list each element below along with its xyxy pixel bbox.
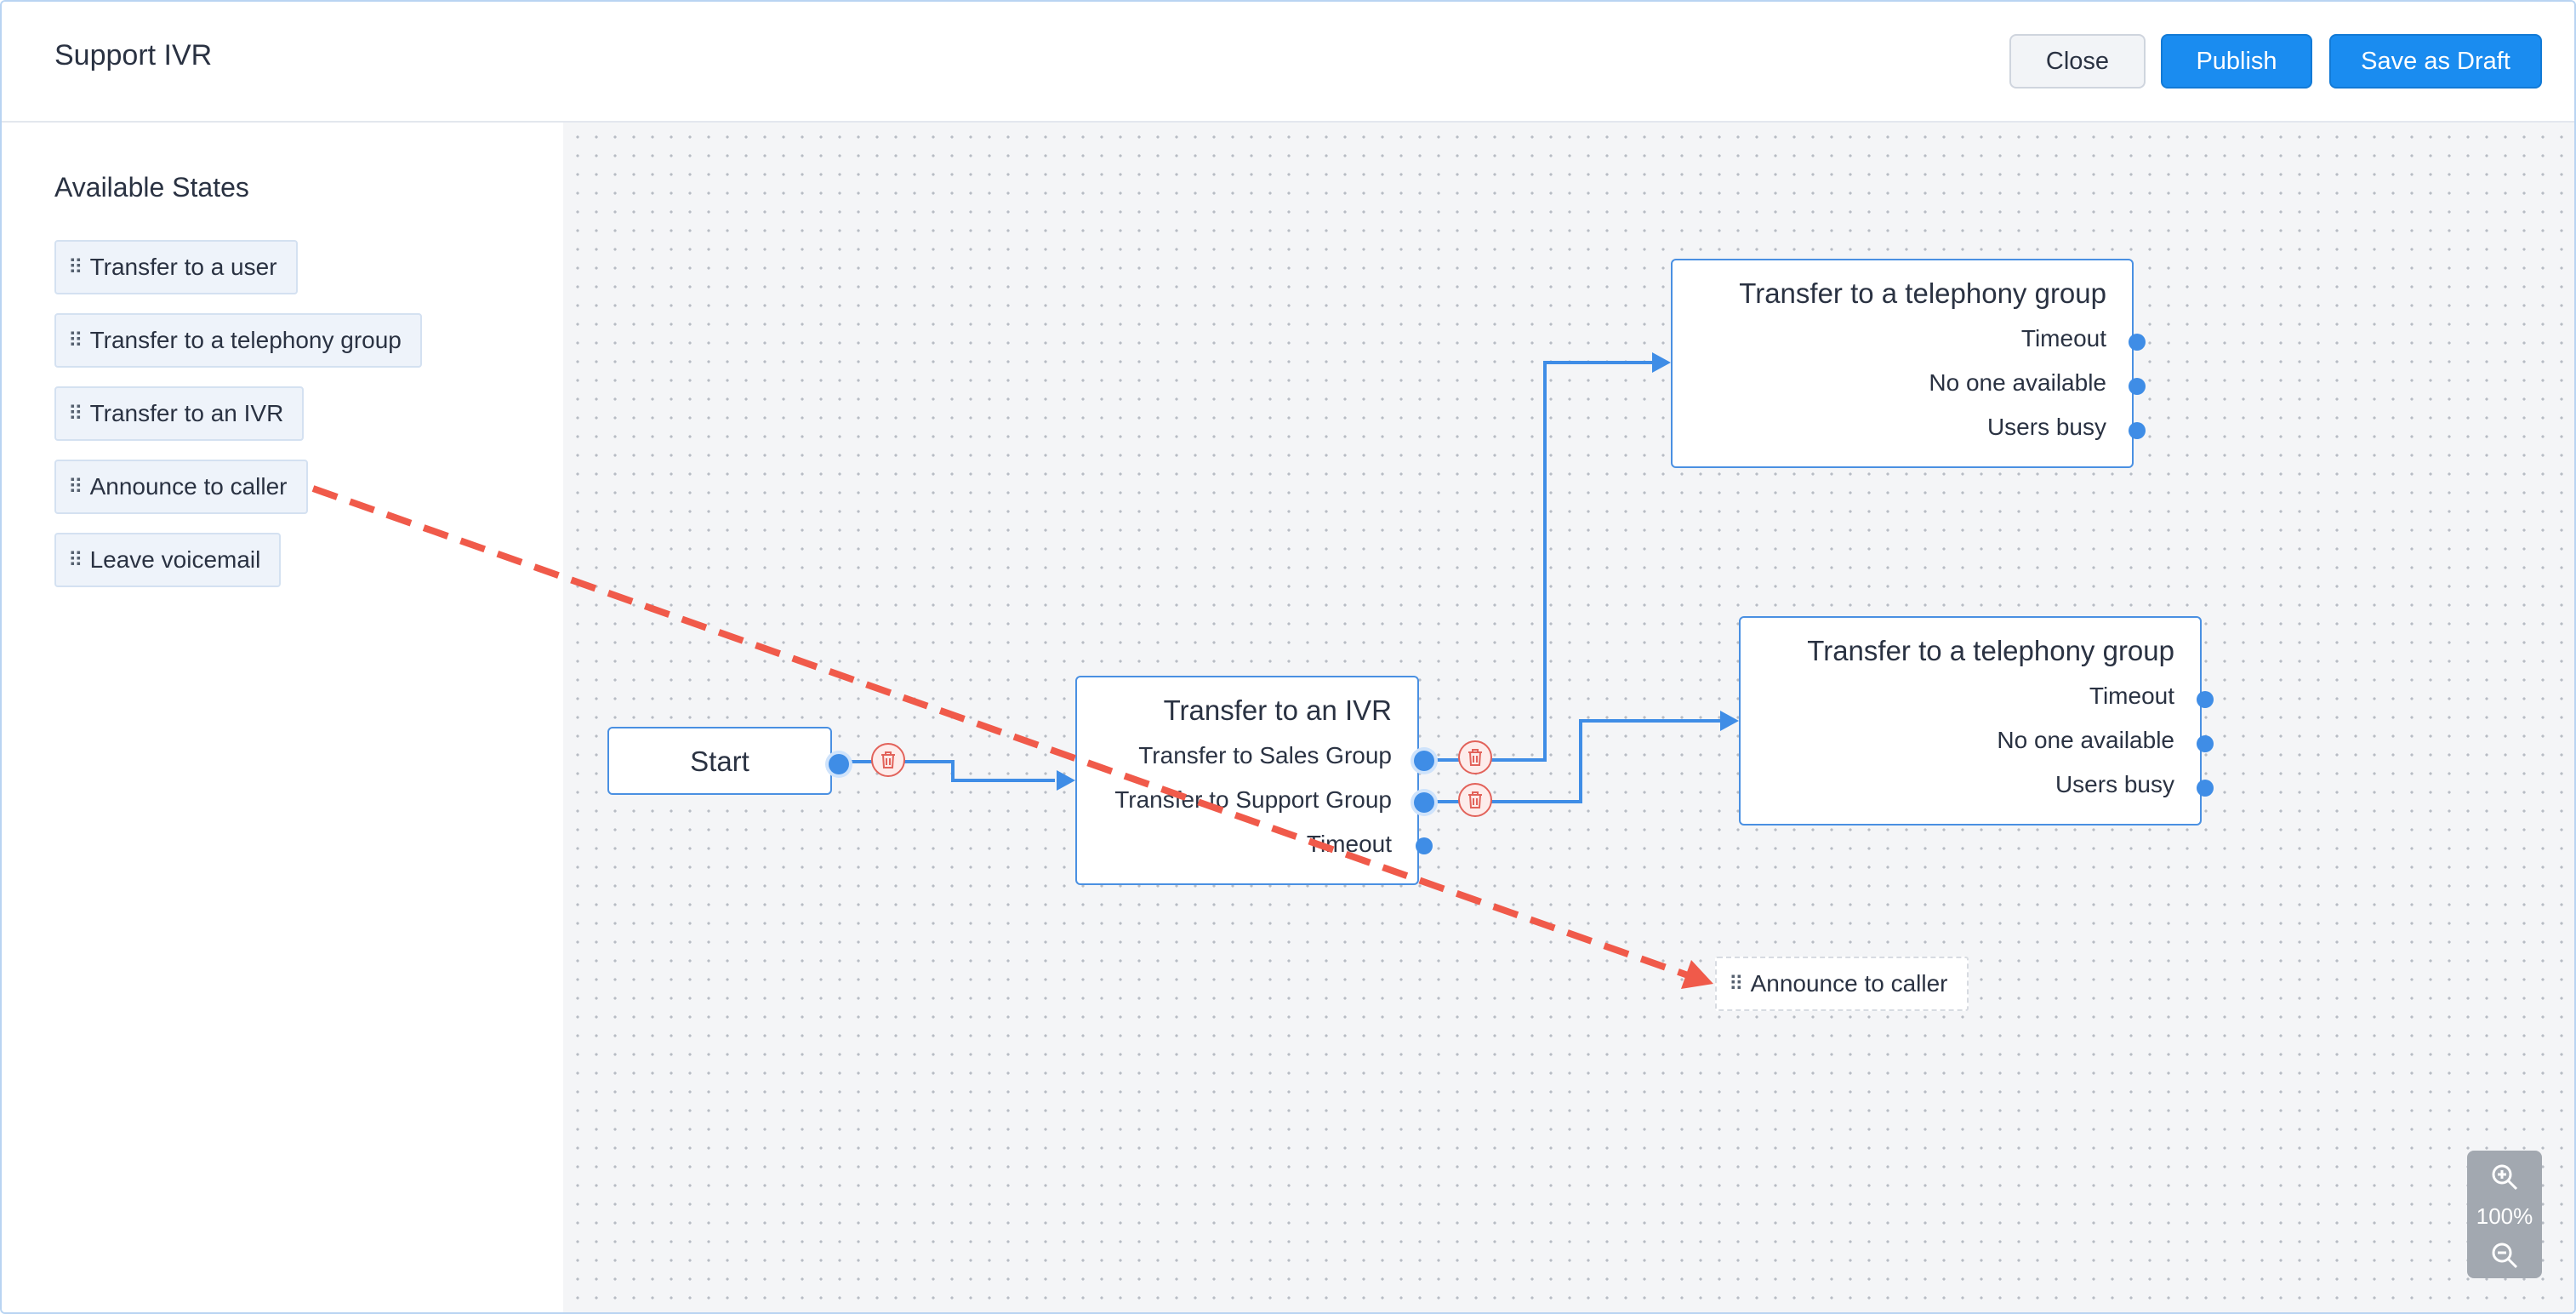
zoom-controls: 100% [2467, 1151, 2542, 1278]
state-announce-to-caller[interactable]: ⠿ Announce to caller [54, 460, 308, 514]
available-states-panel: Available States ⠿ Transfer to a user ⠿ … [2, 123, 563, 1312]
header-bar: Support IVR Close Publish Save as Draft [2, 2, 2574, 123]
save-as-draft-button[interactable]: Save as Draft [2329, 34, 2542, 89]
drag-handle-icon: ⠿ [1729, 972, 1744, 996]
delete-connection-button[interactable] [1458, 740, 1492, 774]
trash-icon [1468, 749, 1482, 766]
group-port-no-one-available-label: No one available [1929, 369, 2106, 396]
group-node-title: Transfer to a telephony group [1739, 277, 2106, 309]
trash-icon [1468, 791, 1482, 808]
trash-icon [881, 751, 895, 768]
ivr-port-timeout-label: Timeout [1306, 831, 1392, 857]
ivr-port-support-label: Transfer to Support Group [1114, 786, 1392, 813]
state-leave-voicemail[interactable]: ⠿ Leave voicemail [54, 533, 282, 587]
zoom-in-icon[interactable] [2490, 1163, 2519, 1191]
drag-handle-icon: ⠿ [68, 328, 83, 352]
page-title: Support IVR [54, 39, 213, 71]
group-port-timeout-label: Timeout [2089, 683, 2174, 709]
drag-ghost-announce-to-caller[interactable]: ⠿ Announce to caller [1715, 957, 1969, 1011]
state-label: Transfer to a user [89, 254, 277, 280]
group-port-users-busy-label: Users busy [2055, 771, 2174, 797]
ivr-support-port[interactable] [1414, 792, 1434, 813]
drag-handle-icon: ⠿ [68, 402, 83, 426]
state-transfer-to-user[interactable]: ⠿ Transfer to a user [54, 240, 298, 294]
group1-no-one-available-port[interactable] [2129, 378, 2146, 395]
ivr-node-title: Transfer to an IVR [1163, 694, 1392, 726]
state-label: Leave voicemail [89, 546, 261, 573]
close-button[interactable]: Close [2009, 34, 2146, 89]
drag-handle-icon: ⠿ [68, 548, 83, 572]
start-node[interactable]: Start [607, 727, 832, 795]
state-transfer-to-ivr[interactable]: ⠿ Transfer to an IVR [54, 386, 305, 441]
group2-users-busy-port[interactable] [2197, 780, 2214, 797]
state-transfer-to-telephony-group[interactable]: ⠿ Transfer to a telephony group [54, 313, 422, 368]
available-states-title: Available States [54, 172, 249, 203]
group2-no-one-available-port[interactable] [2197, 735, 2214, 752]
start-node-label: Start [690, 746, 749, 777]
ivr-timeout-port[interactable] [1416, 837, 1433, 854]
delete-connection-button[interactable] [871, 743, 905, 777]
ivr-port-sales-label: Transfer to Sales Group [1138, 742, 1392, 768]
zoom-level: 100% [2476, 1203, 2533, 1229]
group1-timeout-port[interactable] [2129, 334, 2146, 351]
drag-ghost-label: Announce to caller [1750, 970, 1948, 997]
zoom-out-icon[interactable] [2490, 1241, 2519, 1270]
state-label: Transfer to an IVR [89, 400, 284, 426]
group-port-timeout-label: Timeout [2020, 325, 2106, 351]
ivr-sales-port[interactable] [1414, 751, 1434, 771]
drag-handle-icon: ⠿ [68, 255, 83, 279]
telephony-group-node-1[interactable]: Transfer to a telephony group Timeout No… [1671, 259, 2134, 468]
group-port-users-busy-label: Users busy [1986, 414, 2106, 440]
delete-connection-button[interactable] [1458, 783, 1492, 817]
group-node-title: Transfer to a telephony group [1807, 635, 2174, 666]
publish-button[interactable]: Publish [2161, 34, 2312, 89]
drag-handle-icon: ⠿ [68, 475, 83, 499]
telephony-group-node-2[interactable]: Transfer to a telephony group Timeout No… [1739, 616, 2202, 826]
flow-canvas[interactable] [563, 123, 2574, 1312]
state-label: Announce to caller [89, 473, 288, 500]
group-port-no-one-available-label: No one available [1997, 727, 2174, 753]
state-label: Transfer to a telephony group [89, 327, 402, 353]
start-output-port[interactable] [829, 754, 849, 774]
group1-users-busy-port[interactable] [2129, 422, 2146, 439]
group2-timeout-port[interactable] [2197, 691, 2214, 708]
ivr-node[interactable]: Transfer to an IVR Transfer to Sales Gro… [1075, 676, 1419, 885]
